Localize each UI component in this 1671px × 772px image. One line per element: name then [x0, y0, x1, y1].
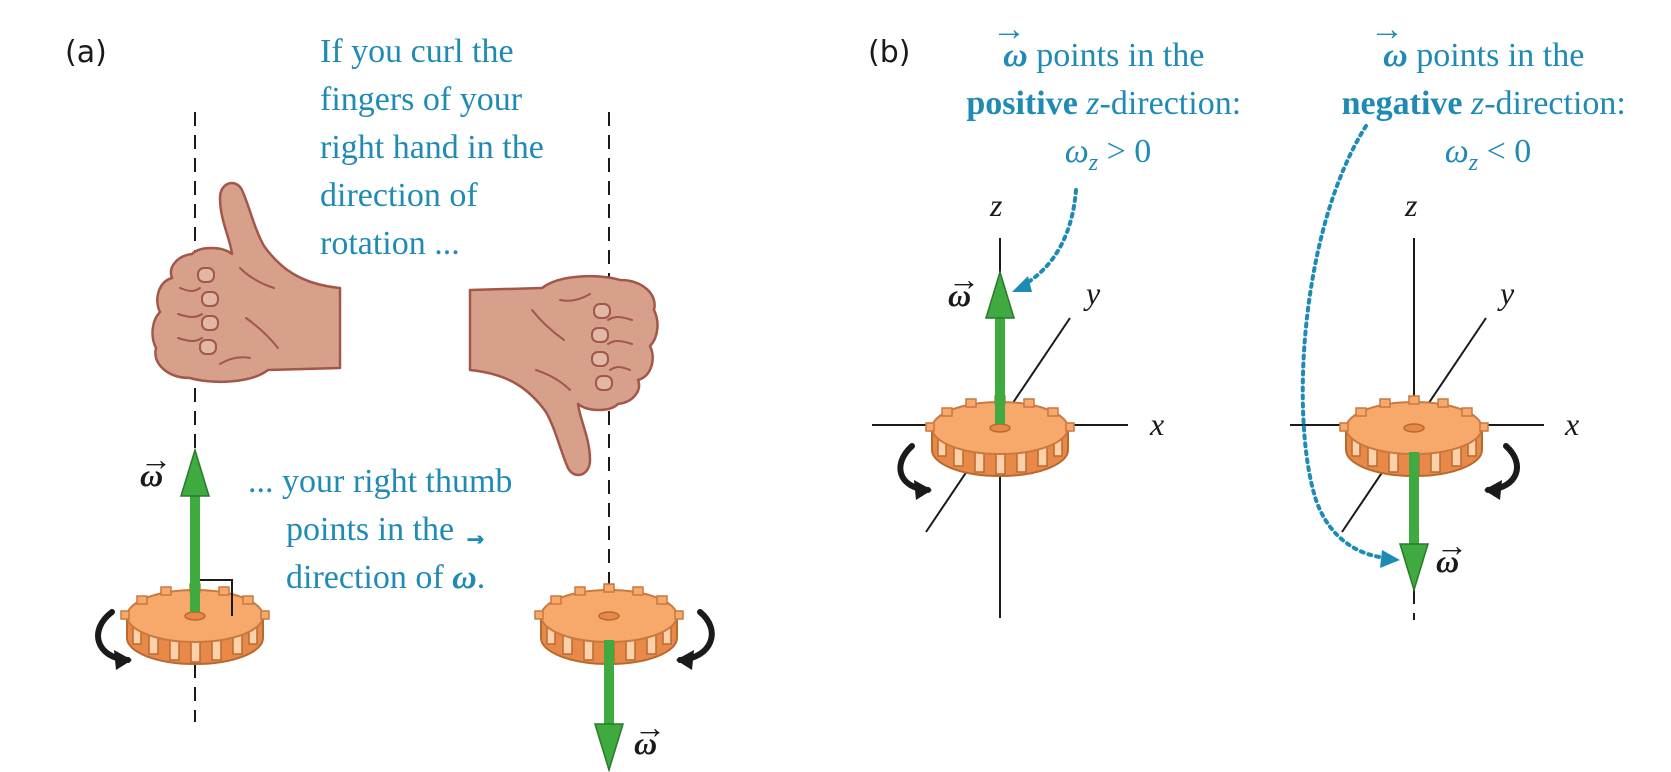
thumbs-down-hand-icon [468, 274, 659, 477]
thumbs-up-hand-icon [151, 181, 342, 384]
panel-b-label: (b) [868, 35, 910, 70]
omega-label-right-b: ω [1436, 543, 1459, 579]
omega-label-left-b: ω [948, 277, 971, 313]
panel-a-label: (a) [65, 35, 107, 70]
caption-bottom-line-1: ... your right thumb [248, 463, 512, 500]
caption-top-line-1: If you curl the [320, 33, 514, 70]
left-caption-gt-zero: > 0 [1098, 133, 1151, 170]
rotation-arrow-left-b [897, 443, 931, 493]
right-caption-sub-z: z [1468, 150, 1479, 176]
caption-top-line-5: rotation ... [320, 225, 460, 262]
omega-vec-down-a: → [634, 709, 666, 745]
rotation-arrowhead-left-a [114, 650, 132, 670]
rotation-arrow-right-a [677, 609, 715, 663]
rotation-arrow-right-b [1485, 443, 1520, 493]
left-caption-sub-z: z [1088, 150, 1099, 176]
panel-b-right-caption: ω points in the negative z-direction: ωz… [1342, 37, 1635, 176]
left-caption-direction: -direction: [1100, 85, 1242, 122]
caption-bottom-omega: ω [452, 559, 477, 596]
x-label-left: x [1149, 406, 1164, 442]
right-caption-omega-z: ω [1445, 133, 1469, 170]
omega-vec-right-b: → [1436, 527, 1468, 563]
z-label-right: z [1404, 187, 1418, 223]
omega-vec-left-b: → [948, 261, 980, 297]
caption-bottom-period: . [477, 559, 486, 596]
caption-top-line-4: direction of [320, 177, 478, 214]
caption-bottom-line-3: direction of [286, 559, 452, 596]
left-caption-vec: → [992, 11, 1026, 48]
dotted-pointer-right-head [1380, 550, 1400, 568]
left-caption-omega-z: ω [1065, 133, 1089, 170]
caption-bottom-line-2: points in the [286, 511, 454, 548]
rotation-arrowhead-right-b [1484, 480, 1502, 500]
right-caption-lt-zero: < 0 [1478, 133, 1531, 170]
panel-a-caption-bottom: ... your right thumb points in the direc… [248, 463, 521, 596]
right-caption-omega: ω [1383, 37, 1408, 74]
left-caption-z: z [1078, 85, 1100, 122]
dotted-pointer-left-b [1020, 188, 1078, 288]
panel-b-left-caption: ω points in the positive z-direction: ωz… [966, 37, 1249, 176]
left-caption-omega: ω [1003, 37, 1028, 74]
y-label-left: y [1083, 275, 1101, 311]
right-caption-negative: negative [1342, 85, 1463, 122]
dotted-pointer-right-b [1300, 124, 1390, 560]
dotted-pointer-left-head [1012, 276, 1032, 292]
caption-top-line-3: right hand in the [320, 129, 544, 166]
omega-arrow-up-a-head [179, 447, 211, 497]
z-label-left: z [989, 187, 1003, 223]
omega-vec-up-a: → [140, 441, 172, 477]
x-label-right: x [1564, 406, 1579, 442]
right-caption-direction: -direction: [1484, 85, 1626, 122]
y-label-right: y [1497, 275, 1515, 311]
omega-arrow-up-b-head [984, 269, 1016, 319]
omega-label-up-a: ω [140, 457, 163, 493]
caption-bottom-vector-arrow: ⃗ [467, 535, 484, 544]
left-caption-positive: positive [966, 85, 1077, 122]
right-caption-vec: → [1370, 11, 1404, 48]
omega-arrow-down-b-head [1398, 543, 1430, 593]
rotation-arrowhead-right-a [676, 650, 694, 670]
right-angle-mark [195, 579, 233, 616]
right-caption-line1: points in the [1408, 37, 1585, 74]
left-caption-line1: points in the [1028, 37, 1205, 74]
omega-arrow-down-a-head [593, 723, 625, 772]
panel-a-caption-top: If you curl the fingers of your right ha… [320, 33, 552, 262]
right-caption-z: z [1463, 85, 1485, 122]
caption-top-line-2: fingers of your [320, 81, 523, 118]
omega-label-down-a: ω [634, 725, 657, 761]
rotation-arrowhead-left-b [914, 480, 932, 500]
